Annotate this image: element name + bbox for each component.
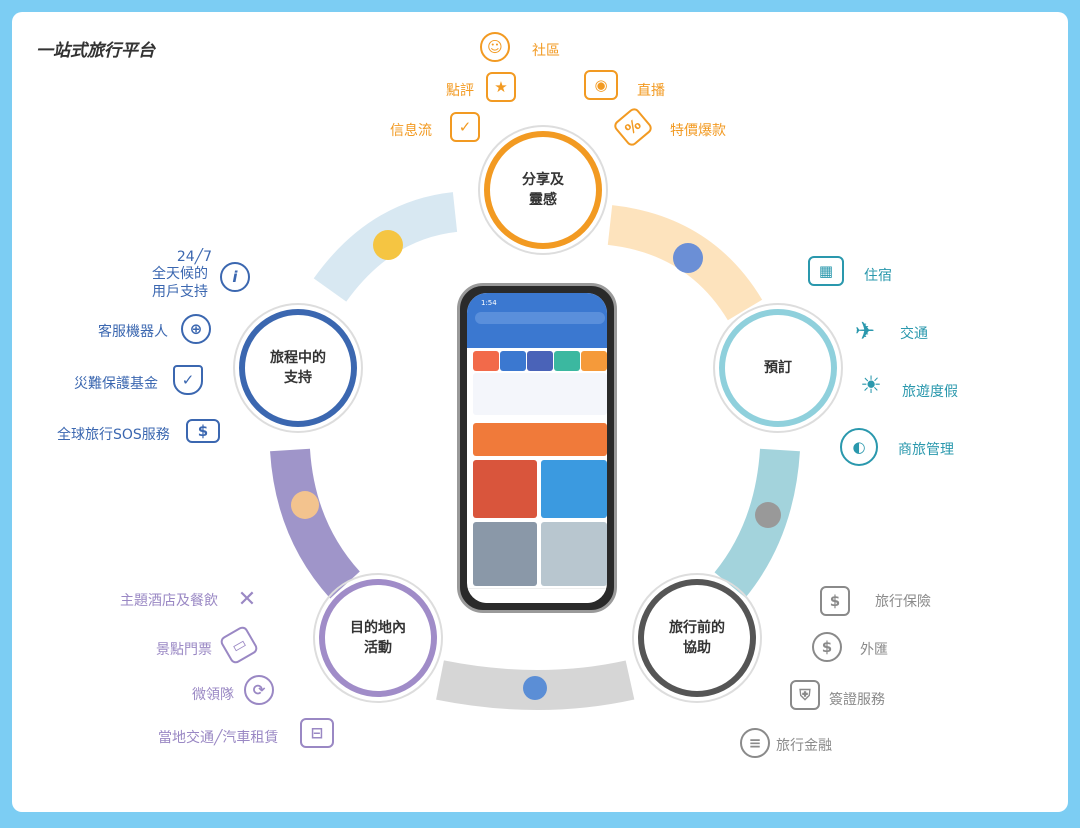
stage-label: 協助 xyxy=(683,640,711,656)
item-label: 信息流 xyxy=(390,123,432,139)
chat-info-icon: i xyxy=(220,262,250,292)
plane-icon: ✈ xyxy=(854,317,876,345)
stage-label: 旅程中的 xyxy=(270,350,326,366)
item-label: 旅行金融 xyxy=(776,738,832,754)
stage-label: 支持 xyxy=(284,370,312,386)
stage-label: 分享及 xyxy=(522,172,564,188)
stage-intrip: 旅程中的支持 xyxy=(239,309,357,427)
item-label: 微領隊 xyxy=(192,687,234,703)
stage-label: 靈感 xyxy=(529,192,557,208)
live-stream-icon: ◉ xyxy=(584,70,618,100)
rating-icon: ★ xyxy=(486,72,516,102)
item-label: 社區 xyxy=(532,43,560,59)
item-label: 災難保護基金 xyxy=(74,376,158,392)
stage-label: 目的地內 xyxy=(350,620,406,636)
guide-icon: ⟳ xyxy=(244,675,274,705)
item-label: 外匯 xyxy=(860,642,888,658)
item-label: 交通 xyxy=(900,326,928,342)
visa-icon: ⛨ xyxy=(790,680,820,710)
app-screen: 1:54 xyxy=(467,293,607,603)
stage-label: 活動 xyxy=(364,640,392,656)
item-label: 景點門票 xyxy=(156,642,212,658)
item-label: 主題酒店及餐飲 xyxy=(120,593,218,609)
bottom-nav[interactable] xyxy=(467,588,607,603)
phone-mockup: 1:54 xyxy=(457,283,617,613)
exchange-icon: $ xyxy=(812,632,842,662)
arrow-destination-to-intrip xyxy=(270,448,361,599)
taxi-icon: ⊟ xyxy=(300,718,334,748)
item-label: 商旅管理 xyxy=(898,442,954,458)
item-label: 用戶支持 xyxy=(152,284,208,300)
business-travel-icon: ◐ xyxy=(840,428,878,466)
item-label: 客服機器人 xyxy=(98,324,168,340)
community-icon: ☺ xyxy=(480,32,510,62)
search-bar[interactable] xyxy=(475,312,605,324)
page-title: 一站式旅行平台 xyxy=(36,41,155,61)
item-label: 特價爆款 xyxy=(670,123,726,139)
item-label: 全球旅行SOS服務 xyxy=(57,427,170,443)
item-label: 當地交通╱汽車租賃 xyxy=(158,730,279,746)
vacation-icon: ☀ xyxy=(860,371,882,399)
item-label: 全天候的 xyxy=(152,266,208,282)
item-label: 旅行保險 xyxy=(875,594,931,610)
item-label: 住宿 xyxy=(864,268,892,284)
item-label: 點評 xyxy=(446,83,474,99)
finance-icon: ≡ xyxy=(740,728,770,758)
stage-destination: 目的地內活動 xyxy=(319,579,437,697)
feed-icon: ✓ xyxy=(450,112,480,142)
globe-icon: ⊕ xyxy=(181,314,211,344)
stage-pretrip: 旅行前的協助 xyxy=(638,579,756,697)
hotel-icon: ▦ xyxy=(808,256,844,286)
stage-label: 旅行前的 xyxy=(669,620,725,636)
money-icon: $ xyxy=(186,419,220,443)
stage-share: 分享及靈感 xyxy=(484,131,602,249)
stage-booking: 預訂 xyxy=(719,309,837,427)
status-time: 1:54 xyxy=(481,299,497,307)
insurance-icon: $ xyxy=(820,586,850,616)
item-label: 直播 xyxy=(637,83,665,99)
item-label: 旅遊度假 xyxy=(902,384,958,400)
shield-check-icon: ✓ xyxy=(173,365,203,395)
item-label: 簽證服務 xyxy=(829,692,885,708)
stage-label: 預訂 xyxy=(764,360,792,376)
dining-icon: ✕ xyxy=(237,586,257,612)
item-label: 24╱7 xyxy=(176,249,212,265)
